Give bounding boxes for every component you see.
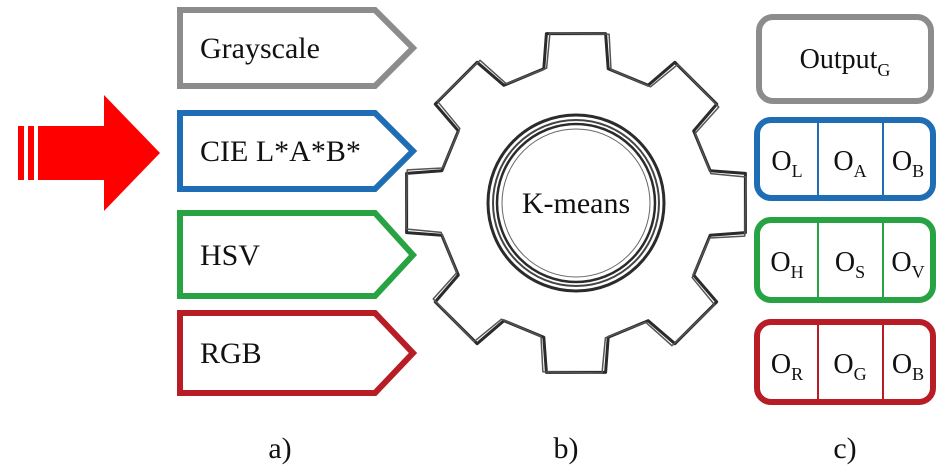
gear-label: K-means bbox=[522, 187, 630, 220]
output-cell-rgb-r: OR bbox=[771, 349, 803, 384]
output-cell-hsv-s: OS bbox=[835, 247, 865, 282]
output-box-grayscale: OutputG bbox=[756, 14, 934, 104]
input-label-hsv: HSV bbox=[200, 239, 260, 272]
input-arrow-icon bbox=[18, 95, 160, 211]
panel-label-c: c) bbox=[833, 432, 856, 465]
gear-icon: K-means bbox=[405, 32, 747, 374]
panel-label-a: a) bbox=[268, 432, 291, 465]
input-tag-rgb: RGB bbox=[177, 310, 418, 396]
input-tag-hsv: HSV bbox=[177, 210, 418, 299]
output-box-lab: OL OA OB bbox=[754, 117, 936, 201]
output-cell-lab-l: OL bbox=[771, 146, 802, 181]
input-label-rgb: RGB bbox=[200, 337, 262, 370]
output-cell-hsv-v: OV bbox=[891, 247, 924, 282]
output-cell-hsv-h: OH bbox=[770, 247, 803, 282]
output-cell-lab-a: OA bbox=[833, 146, 866, 181]
input-tag-grayscale: Grayscale bbox=[177, 7, 418, 89]
output-cell-rgb-g: OG bbox=[833, 349, 866, 384]
input-tag-lab: CIE L*A*B* bbox=[177, 110, 418, 192]
output-cell-rgb-b: OB bbox=[892, 349, 924, 384]
output-label-grayscale: OutputG bbox=[800, 44, 891, 80]
panel-label-b: b) bbox=[554, 432, 579, 465]
output-box-rgb: OR OG OB bbox=[754, 319, 936, 405]
output-cell-lab-b: OB bbox=[892, 146, 924, 181]
input-label-lab: CIE L*A*B* bbox=[200, 135, 361, 168]
input-label-grayscale: Grayscale bbox=[200, 32, 320, 65]
output-box-hsv: OH OS OV bbox=[754, 217, 936, 303]
